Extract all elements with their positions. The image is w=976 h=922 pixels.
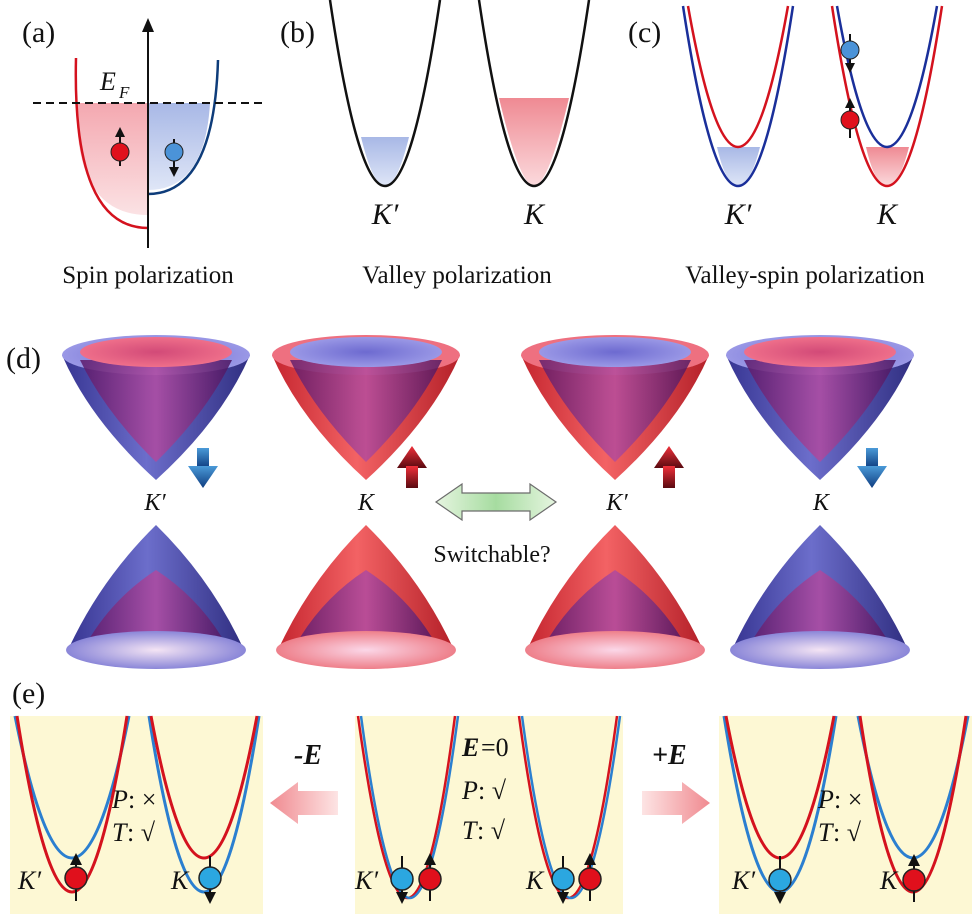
- spin-up-arrow-icon: [397, 446, 427, 488]
- positive-field-label: +E: [652, 740, 687, 771]
- fermi-level-subscript: F: [118, 83, 130, 102]
- kprime-valley-fill: [361, 137, 409, 186]
- panel-e: (e) P : × T : √ K′ K -E: [10, 677, 972, 914]
- time-reversal-value: : √: [477, 816, 506, 845]
- spin-down-band: [147, 59, 220, 196]
- polarization-value: : ×: [128, 785, 156, 814]
- polarization-value: : ×: [834, 785, 862, 814]
- panel-a-caption: Spin polarization: [62, 262, 234, 289]
- spin-down-electron: [840, 34, 860, 73]
- spin-up-electron: [578, 853, 602, 901]
- polarization-symbol: P: [817, 785, 834, 814]
- spin-down-electron: [551, 856, 575, 904]
- time-reversal-symbol: T: [112, 818, 128, 847]
- spin-up-electron: [110, 127, 130, 166]
- k-valley-band: [477, 0, 591, 188]
- positive-field-arrow-icon: [642, 782, 710, 824]
- minus-field-box: [10, 716, 263, 914]
- spin-up-electron: [418, 853, 442, 901]
- kprime-valley-band: [328, 0, 442, 188]
- time-reversal-value: : √: [127, 818, 156, 847]
- kprime-spin-up-band: [15, 715, 129, 894]
- spin-up-arrow-icon: [654, 446, 684, 488]
- k-valley-fill: [866, 147, 909, 186]
- polarization-symbol: P: [461, 776, 478, 805]
- kprime-conduction-cone-2: [521, 335, 709, 480]
- kprime-label: K′: [354, 866, 378, 895]
- time-reversal-symbol: T: [462, 816, 478, 845]
- cone-valley-label: K′: [143, 490, 166, 516]
- panel-b-caption: Valley polarization: [362, 262, 552, 289]
- k-spin-up-band: [149, 715, 259, 860]
- axis-arrowhead: [142, 18, 154, 32]
- panel-c-label: (c): [628, 16, 661, 49]
- spin-down-electron: [768, 856, 792, 904]
- panel-a-label: (a): [22, 16, 55, 49]
- switchable-label: Switchable?: [433, 542, 550, 568]
- field-symbol: E: [461, 733, 479, 762]
- time-reversal-symbol: T: [818, 818, 834, 847]
- plus-field-box: [719, 716, 972, 914]
- k-spin-down-band: [520, 715, 622, 899]
- k-valence-cone-2: [730, 525, 910, 669]
- k-spin-down-band: [147, 715, 261, 894]
- k-spin-up-band: [830, 5, 944, 187]
- polarization-symbol: P: [111, 785, 128, 814]
- kprime-valence-cone-1: [66, 525, 246, 669]
- kprime-spin-down-band: [359, 715, 460, 899]
- k-conduction-cone-2: [726, 335, 914, 480]
- k-valley-fill: [499, 98, 569, 186]
- spin-down-electron: [390, 856, 414, 904]
- kprime-valence-cone-2: [525, 525, 705, 669]
- k-conduction-cone-1: [272, 335, 460, 480]
- panel-a: (a) E F Spin polarization: [22, 16, 262, 289]
- spin-up-occupied-fill: [76, 103, 148, 215]
- time-reversal-value: : √: [833, 818, 862, 847]
- k-label: K: [525, 866, 545, 895]
- negative-field-label: -E: [294, 740, 322, 771]
- cone-valley-label: K′: [605, 490, 628, 516]
- kprime-spin-up-band: [686, 5, 790, 148]
- k-label: K: [523, 198, 546, 231]
- k-label: K: [170, 866, 190, 895]
- spin-down-arrow-icon: [857, 448, 887, 488]
- k-label: K: [876, 198, 899, 231]
- field-value: =0: [481, 733, 509, 762]
- k-valence-cone-1: [276, 525, 456, 669]
- spin-down-arrow-icon: [188, 448, 218, 488]
- switch-double-arrow-icon: [434, 482, 558, 522]
- panel-b-label: (b): [280, 16, 315, 49]
- spin-down-electron: [164, 139, 184, 177]
- kprime-label: K′: [731, 866, 755, 895]
- spin-down-electron: [198, 856, 222, 904]
- spin-up-band: [74, 57, 149, 230]
- kprime-conduction-cone-1: [62, 335, 250, 480]
- negative-field-arrow-icon: [270, 782, 338, 824]
- kprime-label: K′: [724, 198, 752, 231]
- panel-c: (c) K′ K Valley-spin polarization: [628, 5, 944, 289]
- kprime-label: K′: [371, 198, 399, 231]
- fermi-level-symbol: E: [99, 67, 116, 96]
- panel-b: (b) K′ K Valley polarization: [280, 0, 591, 289]
- panel-d: (d): [6, 335, 914, 669]
- spin-up-electron: [64, 853, 88, 901]
- panel-e-label: (e): [12, 677, 45, 710]
- cone-valley-label: K: [357, 490, 376, 516]
- polarization-value: : √: [478, 776, 507, 805]
- panel-c-caption: Valley-spin polarization: [685, 262, 925, 289]
- k-label: K: [879, 866, 899, 895]
- kprime-spin-down-band: [13, 715, 131, 860]
- panel-d-label: (d): [6, 342, 41, 375]
- cone-valley-label: K: [812, 490, 831, 516]
- spin-up-electron: [902, 854, 926, 902]
- kprime-valley-fill: [717, 147, 760, 186]
- kprime-label: K′: [17, 866, 41, 895]
- kprime-spin-down-band: [681, 5, 795, 187]
- spin-up-electron: [840, 98, 860, 138]
